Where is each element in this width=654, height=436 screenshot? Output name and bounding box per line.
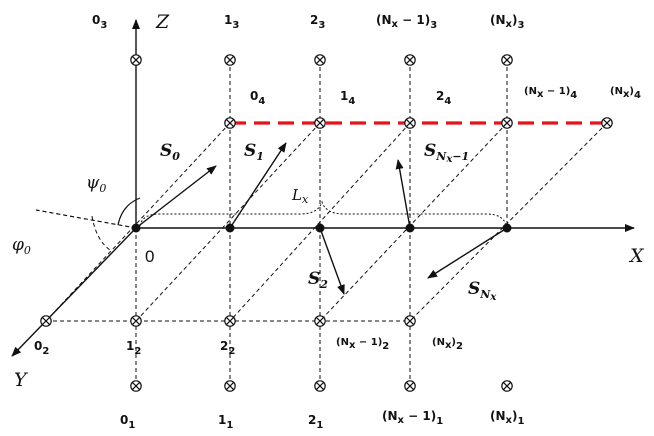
sensor-2-2-icon — [224, 315, 236, 327]
node-0-icon — [131, 223, 141, 233]
y-axis-label: Y — [14, 369, 29, 391]
vector-s1 — [229, 142, 287, 229]
sensor-1-1-icon — [224, 380, 236, 392]
vector-snx-1-label: SNx−1 — [424, 141, 469, 165]
label-nx-1: (Nx)1 — [490, 409, 524, 427]
sensor-2-4-icon — [404, 117, 416, 129]
nodes — [131, 223, 512, 233]
label-2-1: 21 — [308, 413, 323, 431]
label-2-2: 22 — [220, 339, 235, 357]
label-nx1-4: (Nx − 1)4 — [524, 86, 577, 101]
sensor-nx1-3-icon — [404, 54, 416, 66]
slant-dashed-line-3 — [319, 122, 508, 322]
y-axis — [11, 227, 137, 357]
sensor-nx1-1-icon — [404, 380, 416, 392]
slant-dashed-line-4 — [409, 122, 608, 322]
vector-s2 — [319, 227, 345, 295]
sensor-1-2-icon — [130, 315, 142, 327]
node-1-icon — [225, 223, 235, 233]
label-1-2: 12 — [126, 339, 141, 357]
slant-dashed-line-2 — [229, 122, 411, 322]
sensor-nx-2-icon — [404, 315, 416, 327]
vector-snx — [427, 227, 508, 279]
sensor-1-4-icon — [314, 117, 326, 129]
slant-dashed-line-1 — [135, 122, 321, 322]
label-0-1: 01 — [120, 413, 135, 431]
vector-snx-1 — [395, 159, 411, 229]
psi-label: ψ0 — [86, 173, 106, 195]
phi-label: φ0 — [12, 235, 31, 257]
x-axis-label: X — [628, 245, 645, 267]
label-nx1-3: (Nx − 1)3 — [376, 13, 437, 31]
label-0-3: 03 — [92, 13, 107, 31]
slant-dashed-line-0 — [45, 122, 231, 322]
label-1-4: 14 — [340, 89, 355, 107]
vector-s0 — [135, 165, 217, 229]
sensor-nx1-2-icon — [314, 315, 326, 327]
sensor-nx-1-icon — [501, 380, 513, 392]
vector-s1-label: S1 — [244, 141, 264, 163]
node-3-icon — [405, 223, 415, 233]
grid-lines — [35, 60, 608, 386]
sensor-0-2-icon — [40, 315, 52, 327]
origin-label: 0 — [145, 247, 154, 266]
label-2-4: 24 — [436, 89, 451, 107]
sensor-2-1-icon — [314, 380, 326, 392]
label-nx-4: (Nx)4 — [610, 86, 641, 101]
vector-snx-label: SNx — [468, 279, 497, 303]
psi-arc — [117, 197, 141, 226]
vector-s0-label: S0 — [160, 141, 180, 163]
sensor-0-3-icon — [130, 54, 142, 66]
label-0-2: 02 — [34, 339, 49, 357]
phi-arc — [91, 215, 111, 251]
label-0-4: 04 — [250, 89, 265, 107]
label-nx1-2: (Nx − 1)2 — [336, 337, 389, 352]
sensor-1-3-icon — [224, 54, 236, 66]
node-2-icon — [315, 223, 325, 233]
sensor-nx-4-icon — [601, 117, 613, 129]
label-nx1-1: (Nx − 1)1 — [382, 409, 443, 427]
sensor-0-4-icon — [224, 117, 236, 129]
label-2-3: 23 — [310, 13, 325, 31]
lx-label: Lx — [291, 186, 309, 206]
phi-dashed-line — [35, 209, 137, 229]
vector-s2-label: S2 — [308, 269, 328, 291]
lx-brace — [139, 200, 507, 227]
sensor-nx1-4-icon — [501, 117, 513, 129]
label-1-3: 13 — [224, 13, 239, 31]
label-1-1: 11 — [218, 413, 233, 431]
label-nx-2: (Nx)2 — [432, 337, 463, 352]
label-nx-3: (Nx)3 — [490, 13, 524, 31]
node-4-icon — [502, 223, 512, 233]
z-axis-label: Z — [155, 11, 170, 33]
vectors — [135, 142, 508, 295]
sensor-nx-3-icon — [501, 54, 513, 66]
sensor-2-3-icon — [314, 54, 326, 66]
sensor-0-1-icon — [130, 380, 142, 392]
